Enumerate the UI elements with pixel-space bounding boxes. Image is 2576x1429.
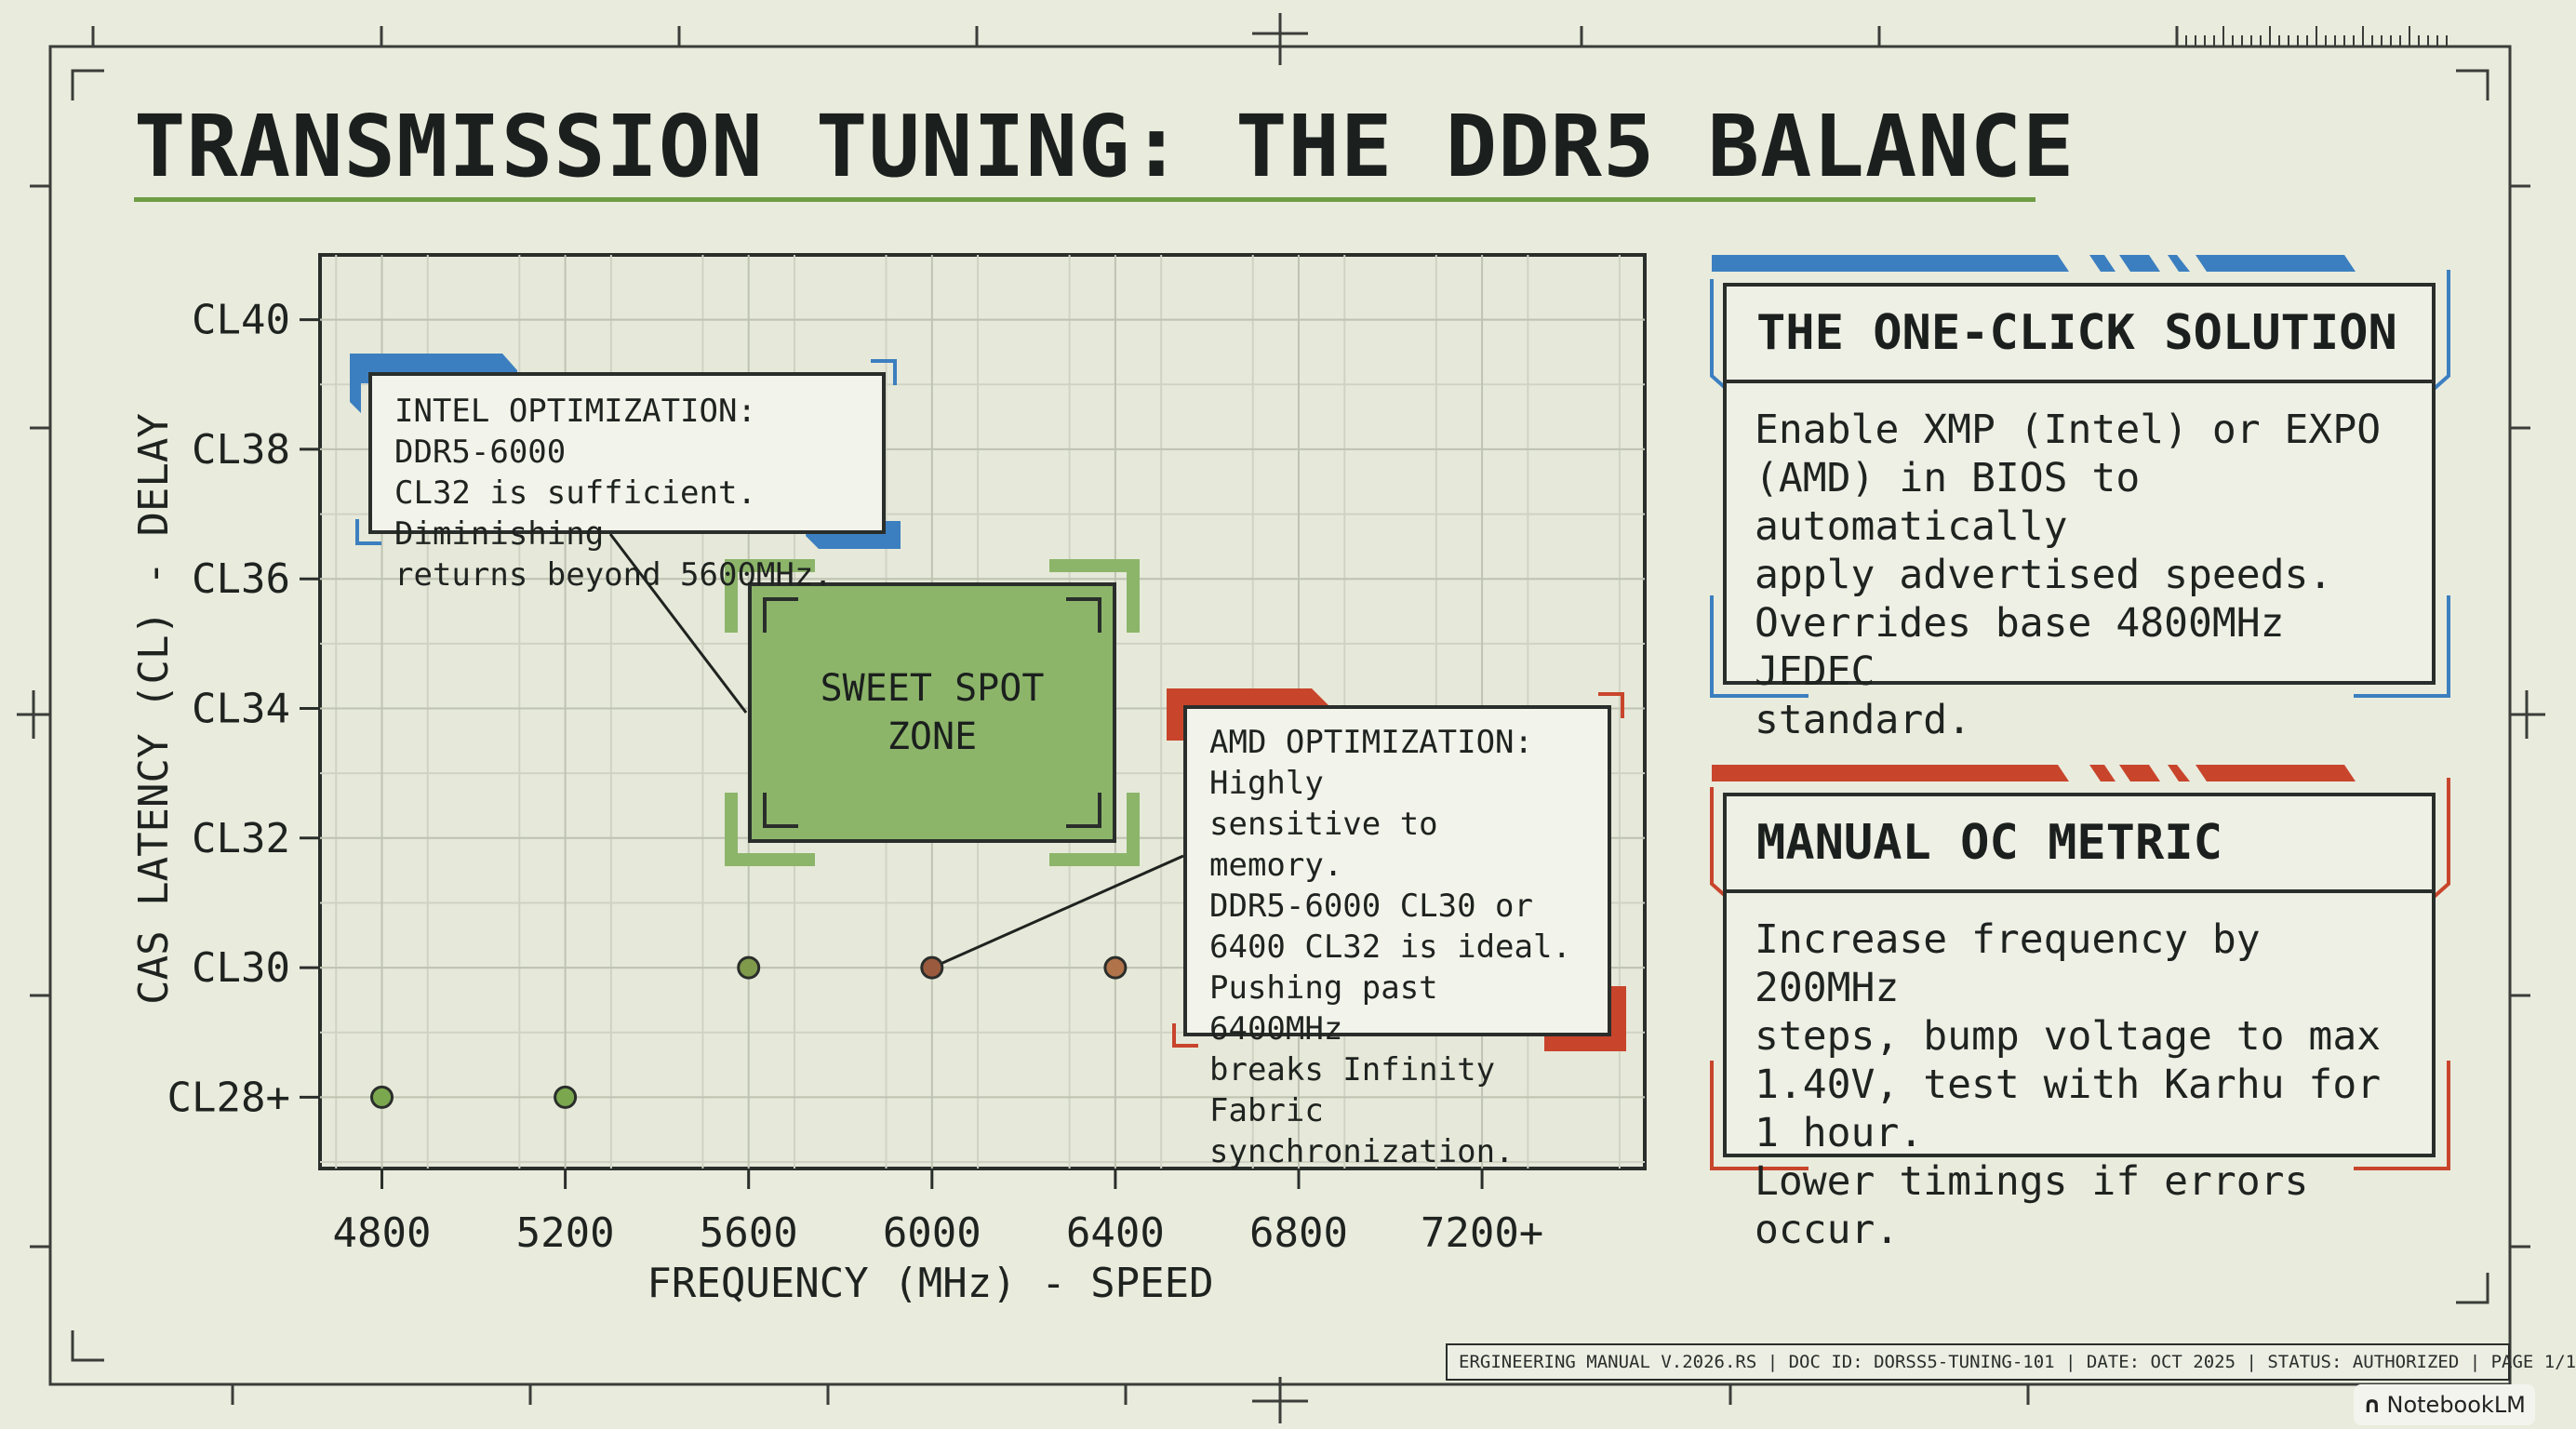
x-tick-label: 6000 — [883, 1209, 981, 1257]
data-point — [370, 1085, 394, 1109]
intel-optimization-callout: INTEL OPTIMIZATION: DDR5-6000 CL32 is su… — [368, 372, 886, 594]
sweet-spot-corner — [725, 793, 815, 866]
intel-callout-bracket — [871, 359, 897, 385]
sweet-spot-corner — [1049, 793, 1140, 866]
y-tick-label: CL38 — [192, 426, 290, 474]
oc-panel-decor — [1710, 765, 2450, 1170]
x-axis-ticks: 4800 5200 5600 6000 6400 6800 7200+ — [333, 1169, 1543, 1257]
sweet-spot-zone: SWEET SPOT ZONE — [748, 582, 1116, 843]
x-tick-label: 5200 — [516, 1209, 615, 1257]
data-point — [920, 955, 944, 980]
x-tick-label: 7200+ — [1421, 1209, 1543, 1257]
amd-callout-tab — [1167, 688, 1328, 741]
y-tick-label: CL34 — [192, 686, 290, 733]
page-title: TRANSMISSION TUNING: THE DDR5 BALANCE — [134, 97, 2075, 196]
data-point — [1103, 955, 1128, 980]
amd-callout-bracket — [1598, 692, 1624, 718]
data-points — [370, 955, 1128, 1109]
callout-connectors — [608, 533, 1184, 969]
x-tick-label: 6800 — [1249, 1209, 1348, 1257]
x-tick-label: 4800 — [333, 1209, 432, 1257]
sweet-spot-corner — [725, 559, 815, 633]
title-underline — [134, 197, 2035, 202]
one-click-solution-title: THE ONE-CLICK SOLUTION — [1727, 287, 2432, 383]
x-tick-label: 6400 — [1066, 1209, 1165, 1257]
y-tick-label: CL28+ — [167, 1074, 290, 1121]
x-axis-label: FREQUENCY (MHz) - SPEED — [647, 1260, 1213, 1307]
y-tick-label: CL30 — [192, 944, 290, 992]
amd-connector-line — [931, 854, 1184, 969]
intel-connector-line — [608, 533, 748, 714]
notebooklm-watermark: ∩NotebookLM — [2354, 1384, 2535, 1425]
manual-oc-metric-panel: MANUAL OC METRIC Increase frequency by 2… — [1723, 793, 2436, 1253]
document-footer: ERGINEERING MANUAL V.2026.RS | DOC ID: D… — [1446, 1343, 2576, 1381]
amd-optimization-callout: AMD OPTIMIZATION: Highly sensitive to me… — [1183, 705, 1611, 1170]
y-tick-label: CL32 — [192, 815, 290, 862]
one-click-solution-panel: THE ONE-CLICK SOLUTION Enable XMP (Intel… — [1723, 283, 2436, 743]
y-axis-label: CAS LATENCY (CL) - DELAY — [130, 413, 178, 1005]
notebooklm-label: NotebookLM — [2386, 1392, 2526, 1418]
manual-oc-metric-title: MANUAL OC METRIC — [1727, 796, 2432, 893]
sweet-spot-corner — [1049, 559, 1140, 633]
y-tick-label: CL36 — [192, 555, 290, 603]
data-point — [554, 1085, 578, 1109]
intel-callout-bracket — [355, 519, 381, 545]
manual-oc-metric-body: Increase frequency by 200MHz steps, bump… — [1755, 916, 2382, 1253]
notebooklm-logo-icon: ∩ — [2363, 1392, 2382, 1418]
one-click-solution-body: Enable XMP (Intel) or EXPO (AMD) in BIOS… — [1755, 407, 2382, 743]
amd-callout-bracket — [1172, 1023, 1198, 1048]
xmp-panel-decor — [1710, 255, 2450, 698]
data-point — [737, 955, 761, 980]
y-tick-label: CL40 — [192, 297, 290, 344]
y-axis-ticks: CL28+ CL30 CL32 CL34 CL36 CL38 CL40 — [167, 297, 320, 1121]
x-tick-label: 5600 — [700, 1209, 798, 1257]
